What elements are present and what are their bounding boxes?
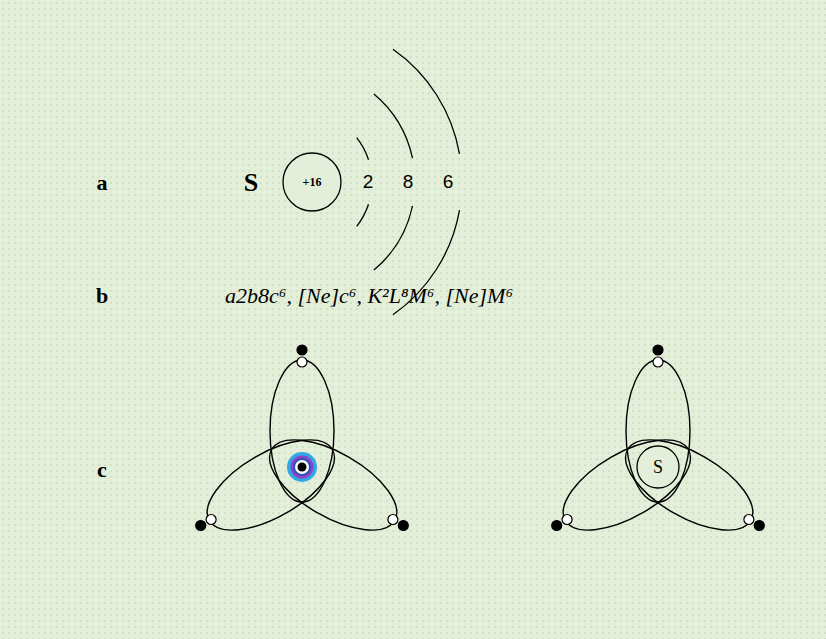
nucleus-text: S bbox=[653, 457, 663, 478]
electron bbox=[206, 515, 216, 525]
shell-arcs bbox=[357, 49, 460, 314]
electron bbox=[388, 515, 398, 525]
shell-arc bbox=[393, 49, 460, 154]
shell-arc bbox=[357, 204, 369, 226]
electron bbox=[653, 345, 663, 355]
nucleus-ring bbox=[295, 460, 309, 474]
shell-count: 8 bbox=[403, 171, 414, 193]
nucleus-circle: S bbox=[636, 445, 680, 489]
electron bbox=[653, 357, 663, 367]
electron bbox=[552, 521, 562, 531]
shell-count: 2 bbox=[363, 171, 374, 193]
row-letter: b bbox=[96, 283, 108, 309]
electron bbox=[744, 515, 754, 525]
electron bbox=[297, 357, 307, 367]
electron bbox=[297, 345, 307, 355]
row-letter: c bbox=[97, 457, 107, 483]
electron bbox=[196, 521, 206, 531]
nucleus-circle: +16 bbox=[282, 152, 342, 212]
electron bbox=[398, 521, 408, 531]
element-symbol: S bbox=[244, 168, 258, 198]
circle-outline bbox=[283, 153, 341, 211]
nucleus-ring bbox=[293, 458, 311, 476]
circle-outline bbox=[637, 446, 679, 488]
shell-count: 6 bbox=[443, 171, 454, 193]
row-letter: a bbox=[97, 170, 108, 196]
shell-arc bbox=[374, 94, 413, 158]
nucleus-ring bbox=[291, 456, 314, 479]
orbit-loops bbox=[193, 360, 410, 548]
electrons bbox=[196, 345, 409, 531]
orbit-loop bbox=[612, 422, 767, 548]
orbit-loop bbox=[256, 422, 411, 548]
electron bbox=[754, 521, 764, 531]
orbit-loop bbox=[549, 422, 704, 548]
shell-arc bbox=[374, 206, 413, 270]
orbit-loops bbox=[549, 360, 766, 548]
electron bbox=[562, 515, 572, 525]
orbit-loop bbox=[193, 422, 348, 548]
nucleus-ring bbox=[287, 452, 317, 482]
nucleus-core bbox=[298, 463, 307, 472]
electrons bbox=[552, 345, 765, 531]
shell-arc bbox=[357, 138, 369, 160]
configuration-notation: a2b8c⁶, [Ne]c⁶, K²L⁸M⁶, [Ne]M⁶ bbox=[225, 283, 513, 309]
nucleus-text: +16 bbox=[303, 175, 322, 190]
